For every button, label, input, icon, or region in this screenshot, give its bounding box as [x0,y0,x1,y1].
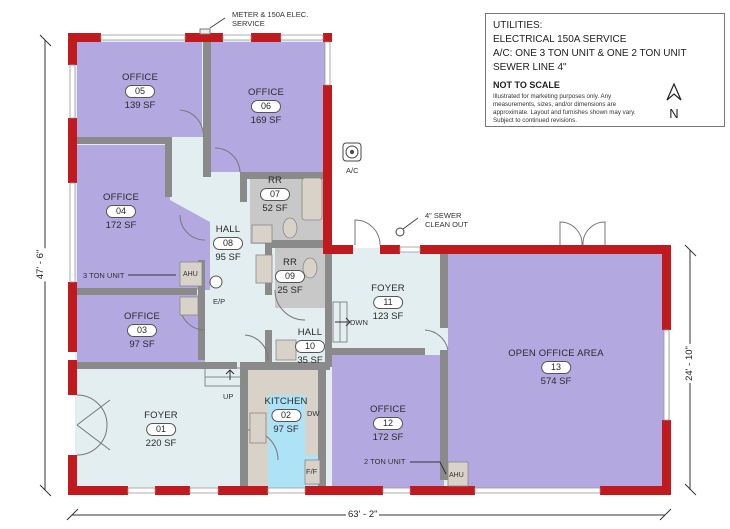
room-area: 35 SF [297,355,323,366]
room-area: 139 SF [124,100,156,111]
utilities-title: UTILITIES: [493,20,543,31]
room-office-06[interactable]: OFFICE 06 169 SF [248,87,284,126]
room-area: 25 SF [277,285,303,296]
room-number: 07 [260,188,290,201]
utilities-sewer: SEWER LINE 4" [493,62,567,73]
room-area: 172 SF [105,220,137,231]
room-area: 123 SF [372,311,404,322]
disclaimer-text: Illustrated for marketing purposes only.… [493,93,636,124]
dimension-right-height: 24' - 10" [683,344,695,383]
ahu-label-2: AHU [449,472,464,479]
room-office-04[interactable]: OFFICE 04 172 SF [103,192,139,231]
room-name: FOYER [144,410,178,421]
sewer-note-line2: CLEAN OUT [425,220,468,229]
fridge-freezer-label: F/F [306,467,318,476]
dimension-overall-width: 63' - 2" [346,509,380,520]
room-restroom-09[interactable]: RR 09 25 SF [275,257,305,296]
room-number: 11 [372,296,403,309]
room-office-12[interactable]: OFFICE 12 172 SF [370,404,406,443]
room-office-05[interactable]: OFFICE 05 139 SF [122,72,158,111]
room-name: RR [267,175,283,186]
room-foyer-11[interactable]: FOYER 11 123 SF [371,283,405,322]
room-number: 02 [270,409,301,422]
room-name: OFFICE [247,87,285,98]
north-arrow-icon [666,82,682,101]
not-to-scale-heading: NOT TO SCALE [493,80,560,90]
meter-note: METER & 150A ELEC. SERVICE [232,10,308,28]
room-number: 12 [372,417,403,430]
meter-note-line2: SERVICE [232,19,265,28]
utilities-legend: UTILITIES: ELECTRICAL 150A SERVICE A/C: … [485,13,725,127]
ac-label: A/C [346,166,359,175]
meter-note-line1: METER & 150A ELEC. [232,10,309,19]
three-ton-unit-label: 3 TON UNIT [83,271,125,280]
room-name: OFFICE [121,72,159,83]
room-name: OFFICE [123,311,161,322]
utilities-electrical: ELECTRICAL 150A SERVICE [493,34,627,45]
room-kitchen-02[interactable]: KITCHEN 02 97 SF [264,396,307,435]
room-name: KITCHEN [264,396,308,407]
room-name: RR [282,257,298,268]
room-open-office-13[interactable]: OPEN OFFICE AREA 13 574 SF [508,348,604,387]
stairs-up-label: UP [223,392,234,401]
room-number: 05 [124,85,155,98]
room-number: 13 [541,361,571,374]
room-office-03[interactable]: OFFICE 03 97 SF [124,311,160,350]
room-area: 52 SF [262,203,288,214]
room-number: 10 [295,340,325,353]
room-area: 97 SF [129,339,155,350]
north-label: N [669,106,679,121]
stairs-down-label: DWN [350,318,368,327]
room-name: OFFICE [369,404,407,415]
room-number: 01 [145,423,176,436]
sewer-note-line1: 4" SEWER [425,211,462,220]
ahu-label-1: AHU [183,271,198,278]
room-area: 169 SF [250,115,282,126]
sewer-note: 4" SEWER CLEAN OUT [425,211,468,229]
room-name: OPEN OFFICE AREA [508,348,604,359]
room-area: 95 SF [215,252,241,263]
room-area: 220 SF [145,438,177,449]
room-number: 06 [250,100,281,113]
room-area: 97 SF [273,424,299,435]
dishwasher-label: DW [307,409,320,418]
two-ton-unit-label: 2 TON UNIT [364,457,406,466]
utilities-ac: A/C: ONE 3 TON UNIT & ONE 2 TON UNIT [493,48,687,59]
room-number: 03 [126,324,157,337]
room-number: 09 [275,270,305,283]
room-hall-10[interactable]: HALL 10 35 SF [295,327,325,366]
room-name: HALL [297,327,323,338]
room-restroom-07[interactable]: RR 07 52 SF [260,175,290,214]
room-name: FOYER [371,283,405,294]
north-arrow: N [664,82,684,120]
room-number: 04 [105,205,136,218]
room-area: 172 SF [372,432,404,443]
dimension-overall-height: 47' - 6" [35,247,47,282]
room-name: HALL [215,224,241,235]
room-hall-08[interactable]: HALL 08 95 SF [213,224,243,263]
room-foyer-01[interactable]: FOYER 01 220 SF [144,410,178,449]
room-number: 08 [213,237,243,250]
ep-label: E/P [213,297,226,306]
room-area: 574 SF [540,376,572,387]
room-name: OFFICE [102,192,140,203]
